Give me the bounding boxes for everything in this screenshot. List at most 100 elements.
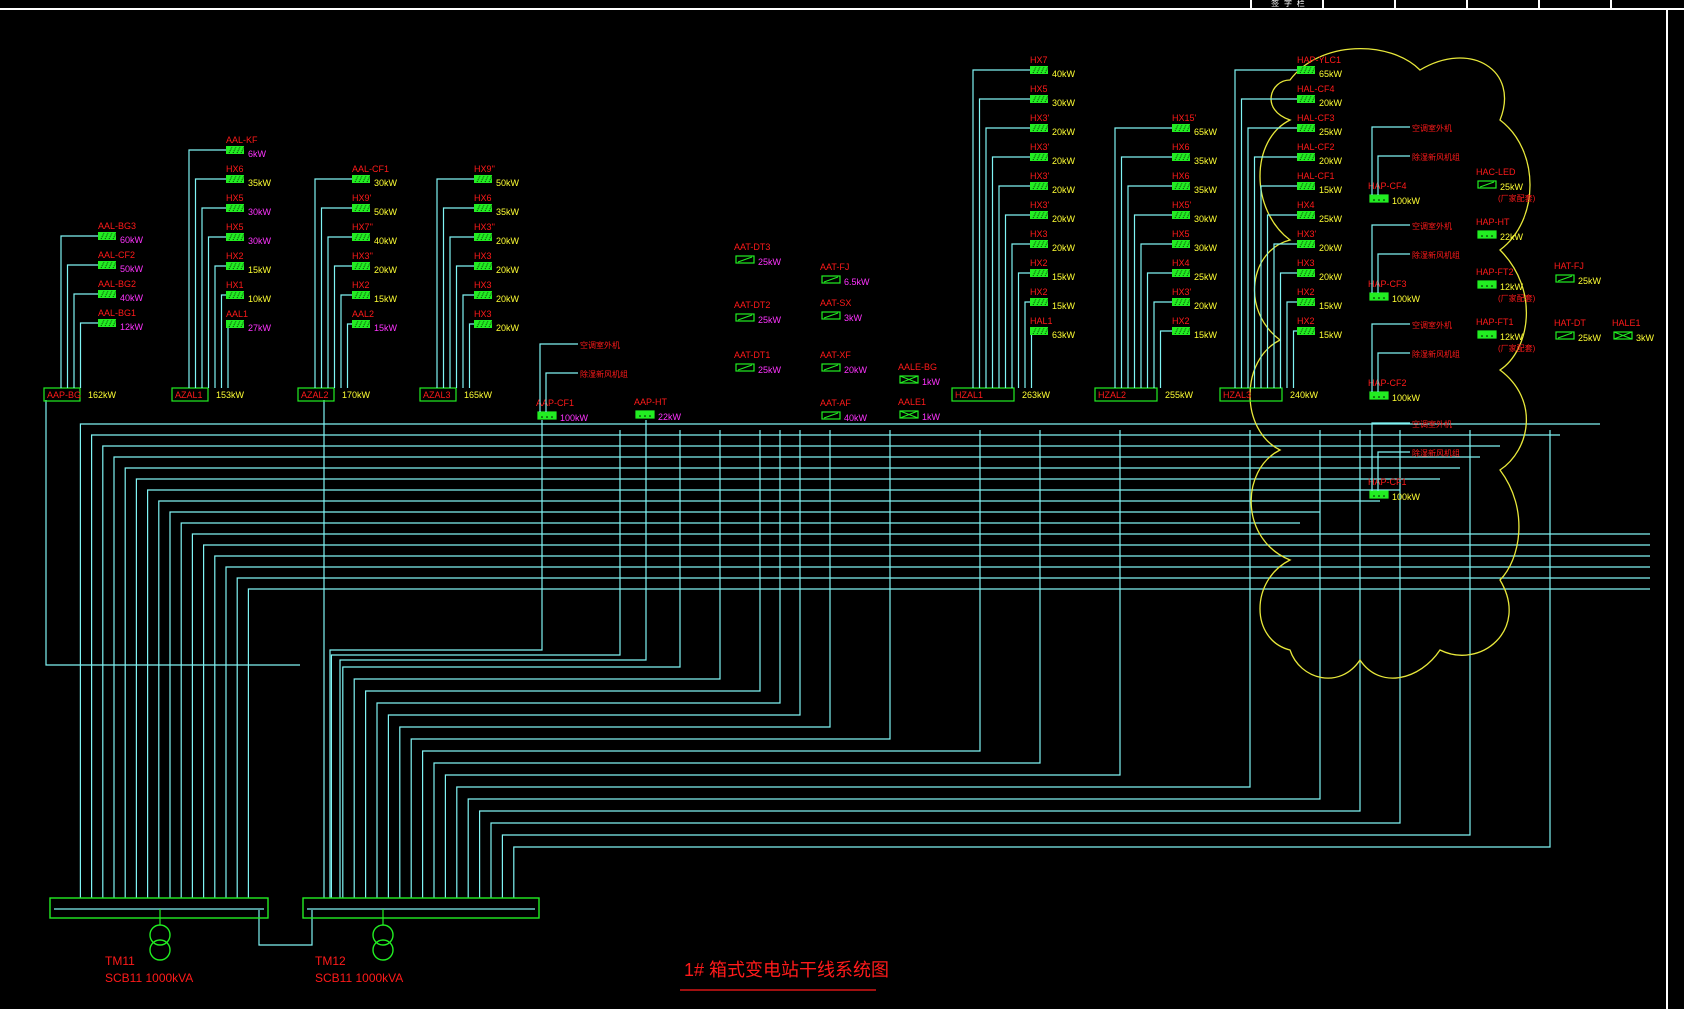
- breaker-symbol[interactable]: [1297, 327, 1316, 335]
- breaker-symbol[interactable]: [1477, 280, 1497, 289]
- breaker-symbol[interactable]: [1030, 153, 1049, 161]
- breaker-symbol[interactable]: [1030, 95, 1049, 103]
- breaker-symbol[interactable]: [735, 363, 755, 372]
- panel-box[interactable]: [1219, 387, 1283, 402]
- breaker-symbol[interactable]: [1172, 211, 1191, 219]
- branch-load: 20kW: [1052, 156, 1076, 166]
- busbar-2[interactable]: [302, 897, 540, 919]
- breaker-symbol[interactable]: [98, 319, 117, 327]
- branch-load: 50kW: [496, 178, 520, 188]
- breaker-symbol[interactable]: [1297, 240, 1316, 248]
- panel-box[interactable]: [43, 387, 81, 402]
- breaker-symbol[interactable]: [474, 175, 493, 183]
- breaker-symbol[interactable]: [1030, 240, 1049, 248]
- breaker-symbol[interactable]: [98, 232, 117, 240]
- breaker-symbol[interactable]: [1369, 194, 1389, 203]
- load-value: 100kW: [560, 413, 589, 423]
- breaker-symbol[interactable]: [98, 261, 117, 269]
- breaker-body: [1030, 327, 1048, 335]
- breaker-symbol[interactable]: [352, 320, 371, 328]
- breaker-symbol[interactable]: [735, 255, 755, 264]
- breaker-symbol[interactable]: [1555, 274, 1575, 283]
- breaker-symbol[interactable]: [1172, 269, 1191, 277]
- branch-wire: [60, 235, 98, 388]
- breaker-symbol[interactable]: [1297, 153, 1316, 161]
- breaker-symbol[interactable]: [1172, 182, 1191, 190]
- panel-box[interactable]: [419, 387, 457, 402]
- breaker-symbol[interactable]: [1172, 153, 1191, 161]
- breaker-symbol[interactable]: [474, 262, 493, 270]
- breaker-symbol[interactable]: [352, 233, 371, 241]
- panel-box[interactable]: [297, 387, 335, 402]
- breaker-symbol[interactable]: [1030, 327, 1049, 335]
- breaker-symbol[interactable]: [474, 320, 493, 328]
- breaker-symbol[interactable]: [352, 291, 371, 299]
- breaker-symbol[interactable]: [1477, 180, 1497, 189]
- breaker-symbol[interactable]: [226, 175, 245, 183]
- breaker-symbol[interactable]: [635, 410, 655, 419]
- branch-name: HX7'': [352, 222, 373, 232]
- breaker-symbol[interactable]: [1030, 269, 1049, 277]
- breaker-symbol[interactable]: [1172, 327, 1191, 335]
- breaker-symbol[interactable]: [226, 146, 245, 154]
- breaker-symbol[interactable]: [821, 311, 841, 320]
- breaker-symbol[interactable]: [1613, 331, 1633, 340]
- breaker-symbol[interactable]: [1030, 211, 1049, 219]
- breaker-symbol[interactable]: [226, 233, 245, 241]
- breaker-symbol[interactable]: [821, 275, 841, 284]
- transformer-symbol[interactable]: [372, 924, 394, 961]
- busbar-1[interactable]: [49, 897, 269, 919]
- breaker-symbol[interactable]: [352, 262, 371, 270]
- transformer-symbol[interactable]: [149, 924, 171, 961]
- breaker-symbol[interactable]: [352, 204, 371, 212]
- breaker-symbol[interactable]: [1297, 66, 1316, 74]
- breaker-symbol[interactable]: [1297, 269, 1316, 277]
- breaker-symbol[interactable]: [1477, 230, 1497, 239]
- feeder-line: [135, 478, 1440, 898]
- breaker-body: [226, 146, 244, 154]
- breaker-symbol[interactable]: [821, 363, 841, 372]
- breaker-symbol[interactable]: [474, 233, 493, 241]
- breaker-symbol[interactable]: [1297, 298, 1316, 306]
- breaker-symbol[interactable]: [226, 262, 245, 270]
- breaker-symbol[interactable]: [474, 291, 493, 299]
- breaker-fill: [1478, 281, 1496, 288]
- breaker-symbol[interactable]: [735, 313, 755, 322]
- breaker-symbol[interactable]: [1172, 240, 1191, 248]
- panel-box[interactable]: [1094, 387, 1158, 402]
- breaker-symbol[interactable]: [1030, 66, 1049, 74]
- breaker-symbol[interactable]: [1172, 298, 1191, 306]
- breaker-symbol[interactable]: [1030, 298, 1049, 306]
- breaker-symbol[interactable]: [1030, 124, 1049, 132]
- feeder-line: [329, 420, 543, 898]
- breaker-symbol[interactable]: [1172, 124, 1191, 132]
- breaker-symbol[interactable]: [1369, 292, 1389, 301]
- breaker-symbol[interactable]: [1477, 330, 1497, 339]
- breaker-symbol[interactable]: [98, 290, 117, 298]
- breaker-symbol[interactable]: [1297, 211, 1316, 219]
- breaker-symbol[interactable]: [899, 410, 919, 419]
- breaker-symbol[interactable]: [1555, 331, 1575, 340]
- breaker-symbol[interactable]: [537, 411, 557, 420]
- panel-load: 153kW: [216, 390, 245, 400]
- breaker-symbol[interactable]: [1297, 182, 1316, 190]
- breaker-symbol[interactable]: [1369, 391, 1389, 400]
- breaker-symbol[interactable]: [226, 291, 245, 299]
- breaker-symbol[interactable]: [821, 411, 841, 420]
- panel-box[interactable]: [171, 387, 209, 402]
- panel-box[interactable]: [951, 387, 1015, 402]
- breaker-symbol[interactable]: [226, 204, 245, 212]
- breaker-symbol[interactable]: [352, 175, 371, 183]
- breaker-symbol[interactable]: [474, 204, 493, 212]
- breaker-body: [352, 320, 370, 328]
- breaker-symbol[interactable]: [226, 320, 245, 328]
- breaker-symbol[interactable]: [1369, 490, 1389, 499]
- feeder-line: [79, 423, 1600, 898]
- breaker-symbol[interactable]: [1297, 95, 1316, 103]
- breaker-symbol[interactable]: [1297, 124, 1316, 132]
- breaker-symbol[interactable]: [899, 375, 919, 384]
- breaker-symbol[interactable]: [1030, 182, 1049, 190]
